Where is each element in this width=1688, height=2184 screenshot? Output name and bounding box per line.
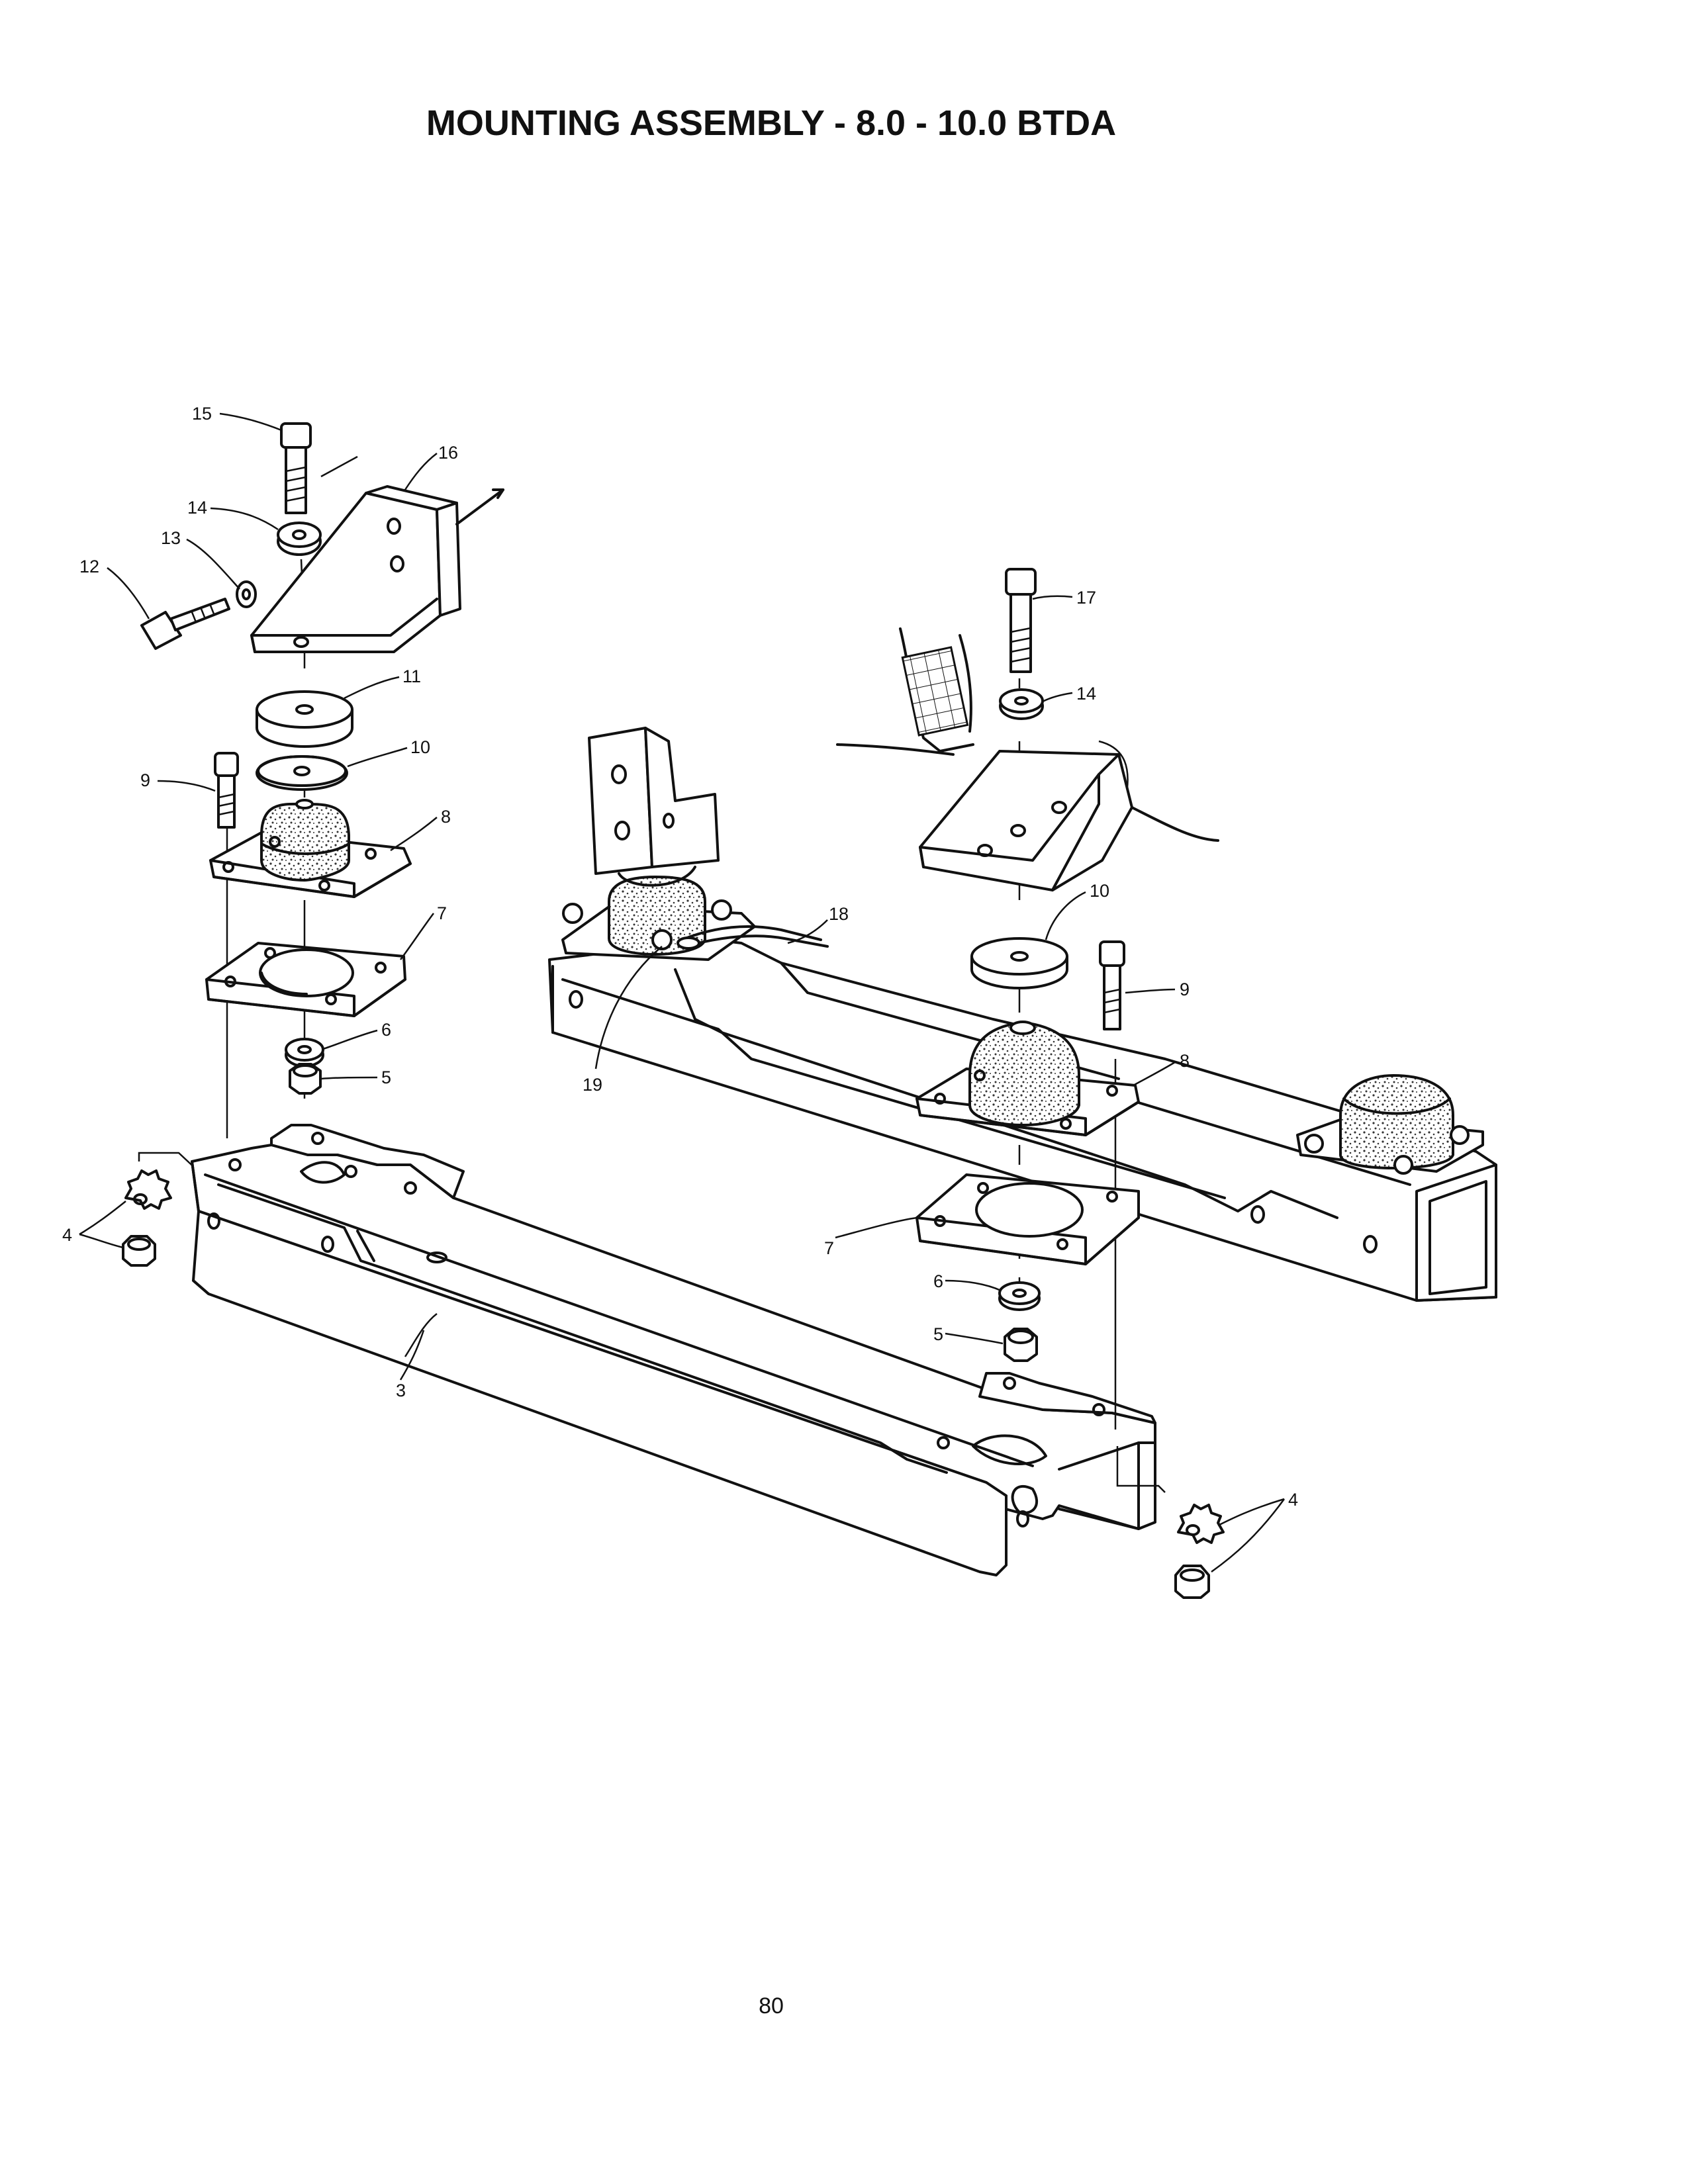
callout-8-right: 8 [1180,1051,1190,1071]
nut-4-right [1116,1446,1225,1599]
washer-14 [277,522,322,556]
callout-10-right: 10 [1090,881,1109,901]
bolt-17 [1005,568,1037,673]
callout-19: 19 [583,1075,602,1095]
callout-11: 11 [402,666,421,686]
thick-pad-11 [256,690,353,748]
callout-4-right: 4 [1288,1490,1298,1510]
assembled-mount-rear-right [1296,1073,1484,1175]
assembled-mount-rear-left [561,727,829,961]
bolt-9-left [214,752,239,829]
bolt-9-right [1099,940,1125,1030]
washer-6-right [998,1281,1041,1311]
callout-14-right: 14 [1076,684,1096,704]
callout-16: 16 [438,443,458,463]
washer-6-left [285,1038,324,1068]
callout-17: 17 [1076,588,1096,608]
mounting-plate-7-left [205,942,406,1017]
callout-6-right: 6 [933,1271,943,1291]
thin-pad-10-left [256,755,348,791]
callout-3: 3 [396,1381,406,1400]
mounting-plate-7-right [915,1173,1140,1265]
angle-bracket-16 [250,485,504,653]
callout-9: 9 [140,770,150,790]
callout-5: 5 [381,1068,391,1087]
callout-18: 18 [829,904,849,924]
callout-6: 6 [381,1020,391,1040]
bolt-15 [280,422,312,514]
rubber-mount-8-left [209,799,412,898]
washer-14-right [999,688,1044,720]
page-number: 80 [759,1993,784,2019]
callout-15: 15 [192,404,212,424]
callout-5-right: 5 [933,1324,943,1344]
callout-13: 13 [161,528,181,548]
thin-pad-10-right [970,937,1068,989]
callout-8: 8 [441,807,451,827]
engine-outline [836,627,1219,842]
bolt-12 [140,598,230,650]
callout-12: 12 [79,557,99,576]
nut-5-left [289,1063,322,1095]
nut-5-right [1004,1328,1038,1362]
callout-7: 7 [437,903,447,923]
callout-4: 4 [62,1225,72,1245]
callout-7-right: 7 [824,1238,834,1258]
rubber-mount-8-right [915,1021,1140,1136]
leader-lines [79,412,1286,1573]
callout-10: 10 [410,737,430,757]
angle-bracket-right [919,750,1133,891]
page-title: MOUNTING ASSEMBLY - 8.0 - 10.0 BTDA [426,103,1117,143]
callout-9-right: 9 [1180,979,1190,999]
callout-14: 14 [187,498,207,518]
nut-4-left [122,1152,199,1267]
lockwasher-13 [236,580,257,608]
frame-rail-3 [191,1124,1156,1576]
